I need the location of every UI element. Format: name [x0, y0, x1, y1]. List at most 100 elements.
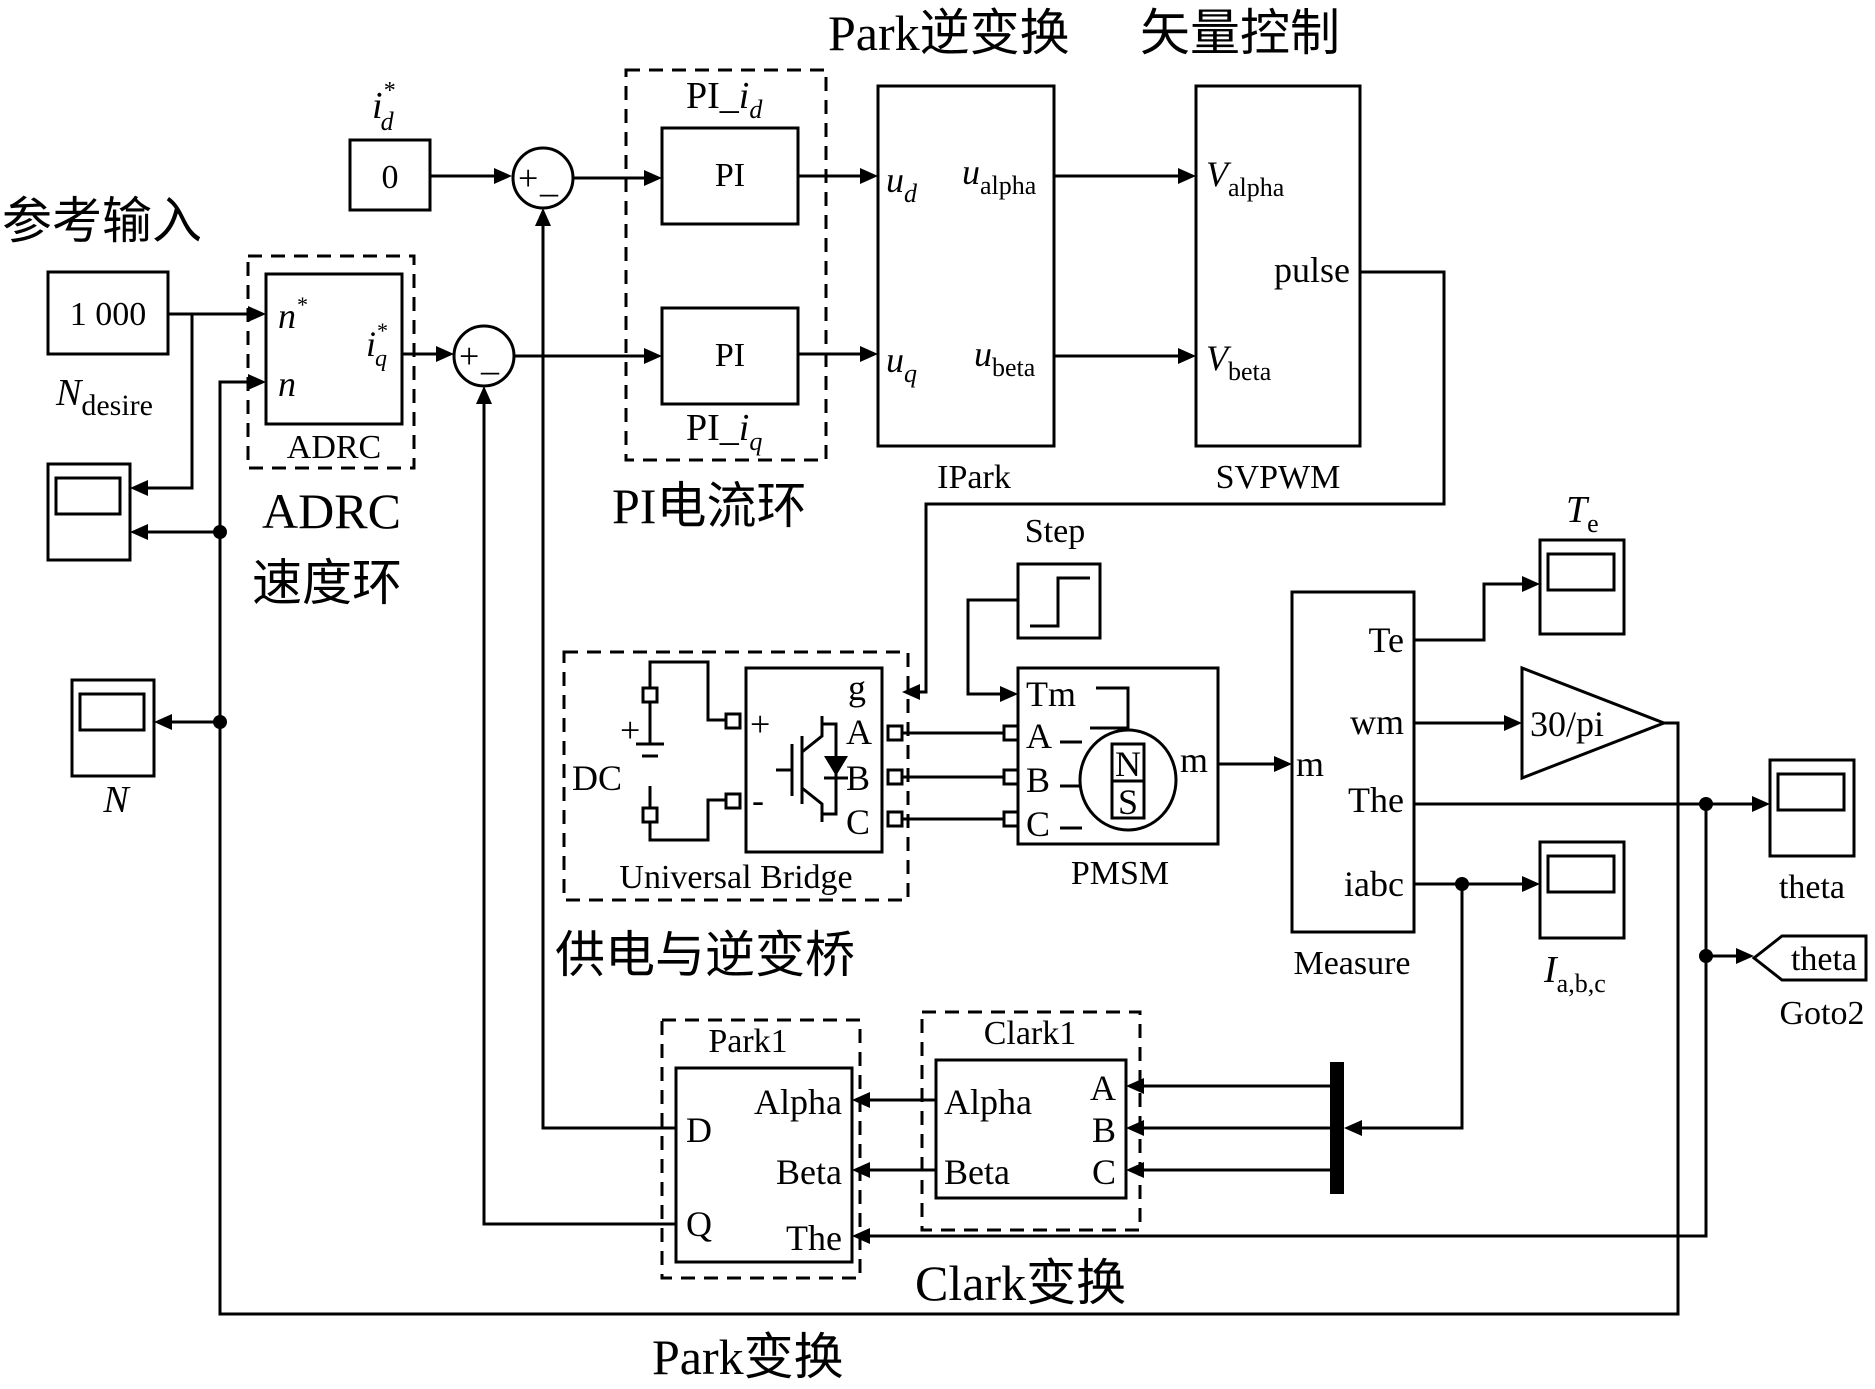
scope-te-label: Te: [1566, 489, 1599, 538]
measure-name: Measure: [1293, 945, 1410, 982]
step-icon: [1030, 576, 1090, 628]
pmsm-port-c: C: [1026, 804, 1050, 844]
measure-block[interactable]: m Te wm The iabc: [1290, 590, 1416, 934]
id-ref-value: 0: [382, 159, 399, 196]
clark-port-beta: Beta: [944, 1152, 1010, 1192]
speed-ref-constant[interactable]: 1 000: [46, 270, 170, 356]
ipark-port-ubeta: ubeta: [974, 334, 1036, 382]
park-port-d: D: [686, 1110, 712, 1150]
bridge-port-g: g: [848, 668, 866, 708]
bridge-name: Universal Bridge: [619, 859, 852, 896]
caption-vector-control: 矢量控制: [1140, 5, 1340, 61]
bridge-minus: -: [752, 780, 764, 820]
pmsm-pole-s: S: [1118, 782, 1138, 822]
adrc-block[interactable]: n* n i*q: [264, 272, 404, 426]
id-ref-label: i*d: [372, 78, 395, 136]
park-port-q: Q: [686, 1204, 712, 1244]
svpwm-block[interactable]: Valpha Vbeta pulse: [1194, 84, 1362, 448]
park-group-frame: [660, 1018, 862, 1280]
goto-tag: theta: [1791, 941, 1857, 978]
caption-park-inverse: Park逆变换: [828, 5, 1070, 61]
bridge-dc-label: DC: [572, 758, 622, 798]
pmsm-port-a: A: [1026, 716, 1052, 756]
igbt-icon: [776, 716, 848, 822]
ipark-port-ud: ud: [886, 160, 918, 208]
bridge-dc-plus: +: [620, 710, 640, 750]
clark-block[interactable]: Alpha Beta A B C: [934, 1058, 1128, 1200]
pmsm-block[interactable]: Tm A B C m N S: [1002, 666, 1220, 846]
bridge-port-a: A: [846, 712, 872, 752]
pi-id-block[interactable]: PI: [660, 126, 800, 226]
sum-q-plus: +: [459, 336, 479, 376]
id-ref-constant[interactable]: 0: [348, 138, 432, 212]
motor-icon: N S: [1060, 686, 1178, 832]
pi-id-group-label: PI_id: [686, 75, 763, 124]
bridge-port-c: C: [846, 802, 870, 842]
caption-reference-input: 参考输入: [2, 193, 202, 249]
pmsm-port-b: B: [1026, 760, 1050, 800]
park-port-alpha: Alpha: [754, 1082, 842, 1122]
ipark-name: IPark: [937, 459, 1011, 496]
sum-d-plus: +: [518, 158, 538, 198]
park-port-the: The: [786, 1218, 842, 1258]
measure-port-te: Te: [1369, 620, 1404, 660]
sum-d-minus: _: [539, 160, 559, 200]
scope-iabc-label: Ia,b,c: [1543, 949, 1606, 998]
park-block[interactable]: D Q Alpha Beta The: [674, 1066, 854, 1264]
ipark-block[interactable]: ud uq ualpha ubeta: [876, 84, 1056, 448]
svpwm-port-pulse: pulse: [1274, 250, 1350, 290]
sum-d-block[interactable]: + _: [511, 146, 575, 210]
clark-port-c: C: [1092, 1152, 1116, 1192]
speed-ref-label: Ndesire: [55, 372, 153, 422]
scope-iabc-icon[interactable]: [1538, 840, 1626, 940]
sum-q-minus: _: [480, 338, 500, 378]
gain-text: 30/pi: [1530, 704, 1604, 744]
scope-theta-label: theta: [1779, 869, 1845, 906]
svpwm-name: SVPWM: [1216, 459, 1341, 496]
measure-port-the: The: [1348, 780, 1404, 820]
demux-bar: [1330, 1062, 1344, 1194]
scope-speed-icon[interactable]: [70, 678, 156, 778]
clark-port-alpha: Alpha: [944, 1082, 1032, 1122]
park-port-beta: Beta: [776, 1152, 842, 1192]
pmsm-port-tm: Tm: [1026, 674, 1076, 714]
clark-port-b: B: [1092, 1110, 1116, 1150]
pi-group-frame: [624, 68, 828, 462]
gain-block[interactable]: 30/pi: [1520, 665, 1669, 781]
goto-name: Goto2: [1780, 995, 1865, 1032]
scope-te-icon[interactable]: [1538, 538, 1626, 636]
ipark-port-uq: uq: [886, 340, 917, 388]
caption-adrc: ADRC: [262, 483, 401, 539]
pmsm-port-m: m: [1180, 740, 1208, 780]
goto-block[interactable]: theta: [1751, 934, 1868, 982]
clark-port-a: A: [1090, 1068, 1116, 1108]
universal-bridge-block[interactable]: + DC + - g A B C: [572, 660, 904, 854]
pi-iq-block[interactable]: PI: [660, 306, 800, 406]
scope-ref-icon[interactable]: [46, 462, 132, 562]
pi-id-text: PI: [715, 157, 745, 194]
adrc-name: ADRC: [287, 429, 381, 466]
pi-iq-group-label: PI_iq: [686, 407, 762, 456]
step-name: Step: [1025, 513, 1085, 550]
speed-ref-value: 1 000: [70, 296, 147, 333]
pi-iq-text: PI: [715, 337, 745, 374]
caption-park-transform: Park变换: [652, 1329, 844, 1385]
caption-speed-loop: 速度环: [252, 555, 402, 611]
adrc-group-frame: [246, 254, 416, 470]
ipark-port-ualpha: ualpha: [962, 152, 1037, 200]
scope-theta-icon[interactable]: [1768, 758, 1856, 858]
caption-clark-transform: Clark变换: [915, 1255, 1126, 1311]
adrc-port-n: n: [278, 364, 296, 404]
measure-port-m: m: [1296, 744, 1324, 784]
svpwm-port-valpha: Valpha: [1206, 154, 1285, 202]
measure-port-wm: wm: [1350, 702, 1404, 742]
sum-q-block[interactable]: + _: [452, 324, 516, 388]
svpwm-port-vbeta: Vbeta: [1206, 338, 1272, 386]
scope-speed-label: N: [102, 779, 131, 821]
signal-wires: [130, 168, 1770, 1316]
pmsm-name: PMSM: [1071, 855, 1169, 892]
caption-pi-current-loop: PI电流环: [612, 478, 806, 534]
step-block[interactable]: [1016, 562, 1102, 640]
pmsm-pole-n: N: [1115, 744, 1141, 784]
